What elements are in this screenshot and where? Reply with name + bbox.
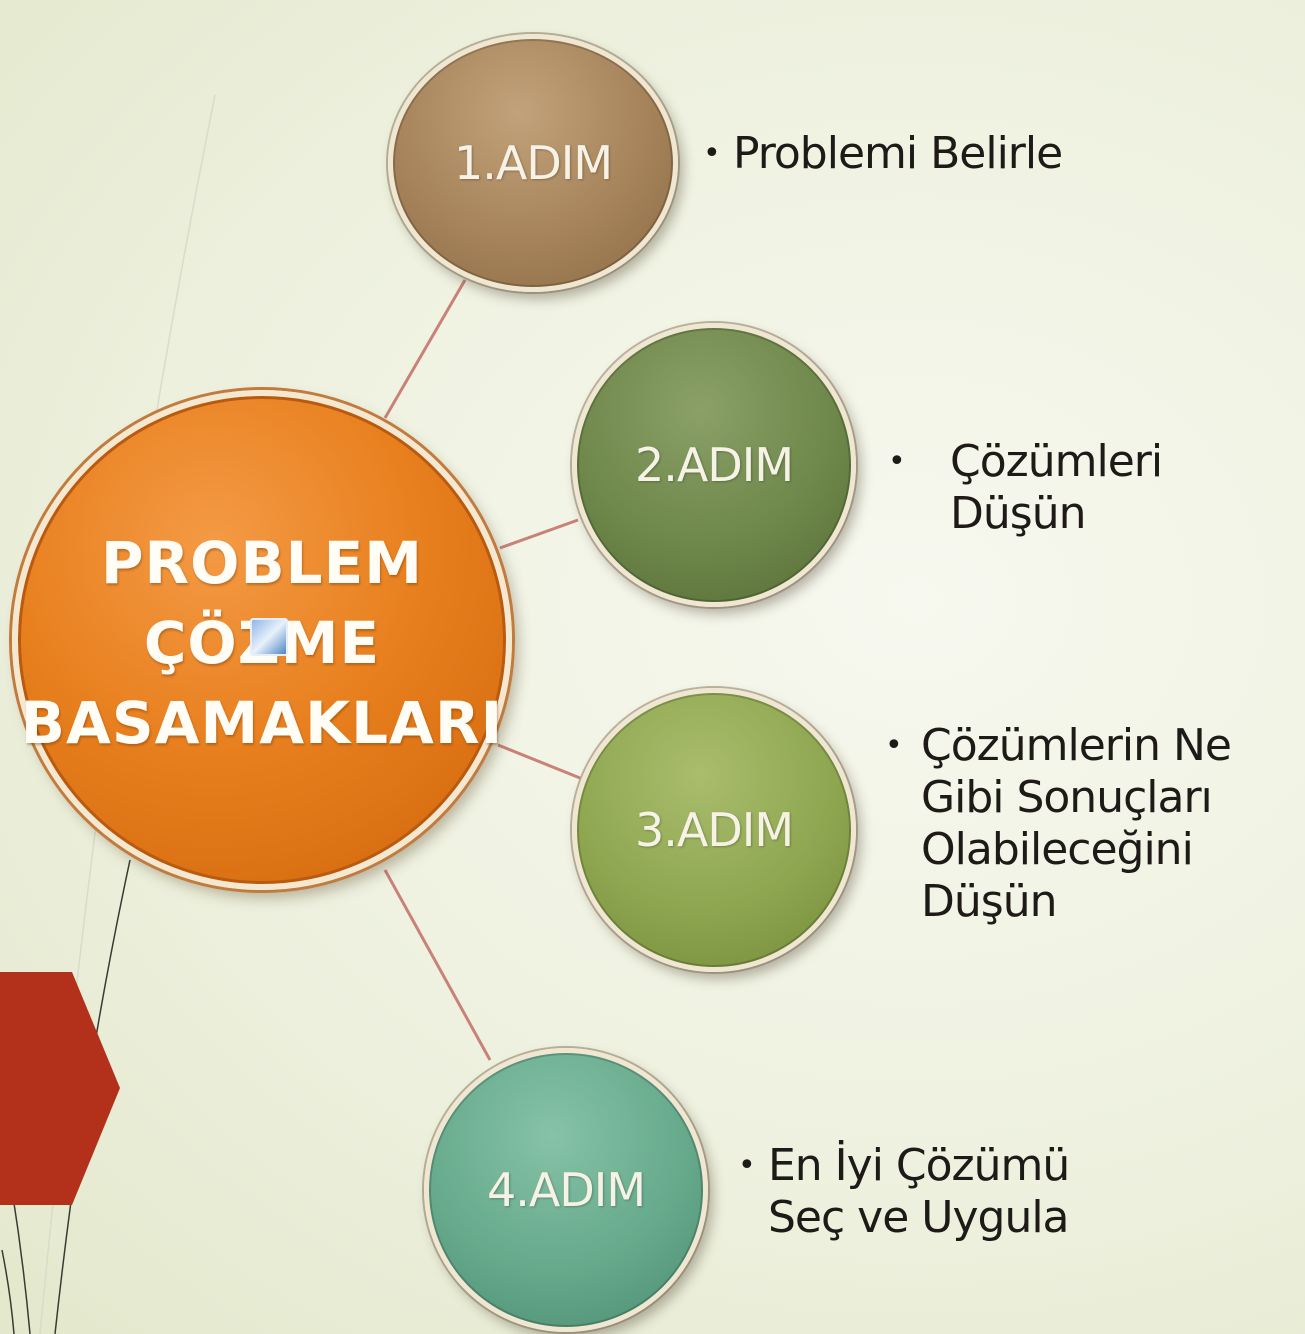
step-label: 1.ADIM: [453, 136, 613, 190]
step-label: 2.ADIM: [634, 438, 794, 492]
description-line: Düşün: [921, 876, 1057, 927]
bullet-icon: •: [885, 728, 903, 763]
description-line: Olabileceğini: [921, 824, 1194, 875]
connector-line: [499, 518, 579, 550]
description-line: Problemi Belirle: [733, 128, 1063, 179]
bullet-icon: •: [888, 444, 906, 479]
description-line: Çözümleri: [950, 436, 1163, 487]
description-line: Gibi Sonuçları: [921, 772, 1213, 823]
decorative-hexagon: [0, 972, 120, 1205]
media-placeholder-icon: [250, 618, 288, 656]
step-label: 3.ADIM: [634, 803, 794, 857]
step-description-4: • En İyi Çözümü Seç ve Uygula: [738, 1140, 1238, 1244]
step-description-1: • Problemi Belirle: [703, 128, 1283, 180]
bullet-icon: •: [738, 1148, 756, 1183]
step-node-2: 2.ADIM: [572, 323, 856, 607]
step-description-2: • Çözümleri Düşün: [888, 436, 1288, 540]
description-line: Seç ve Uygula: [768, 1192, 1070, 1243]
decorative-curve: [1, 1249, 15, 1334]
step-node-3: 3.ADIM: [572, 688, 856, 972]
description-line: Çözümlerin Ne: [921, 720, 1232, 771]
center-title-line: PROBLEM: [101, 529, 423, 597]
bullet-icon: •: [703, 136, 721, 171]
center-node: PROBLEM ÇÖZME BASAMAKLARI: [12, 390, 512, 890]
center-title-line: BASAMAKLARI: [20, 689, 504, 757]
step-node-1: 1.ADIM: [388, 34, 678, 292]
connector-line: [383, 869, 492, 1061]
step-description-3: • Çözümlerin Ne Gibi Sonuçları Olabilece…: [885, 720, 1295, 928]
description-line: En İyi Çözümü: [768, 1140, 1070, 1191]
step-label: 4.ADIM: [486, 1163, 646, 1217]
decorative-curve: [11, 1189, 31, 1334]
step-node-4: 4.ADIM: [424, 1048, 708, 1332]
description-line: Düşün: [950, 488, 1086, 539]
connector-line: [383, 279, 467, 419]
connector-line: [497, 743, 581, 780]
